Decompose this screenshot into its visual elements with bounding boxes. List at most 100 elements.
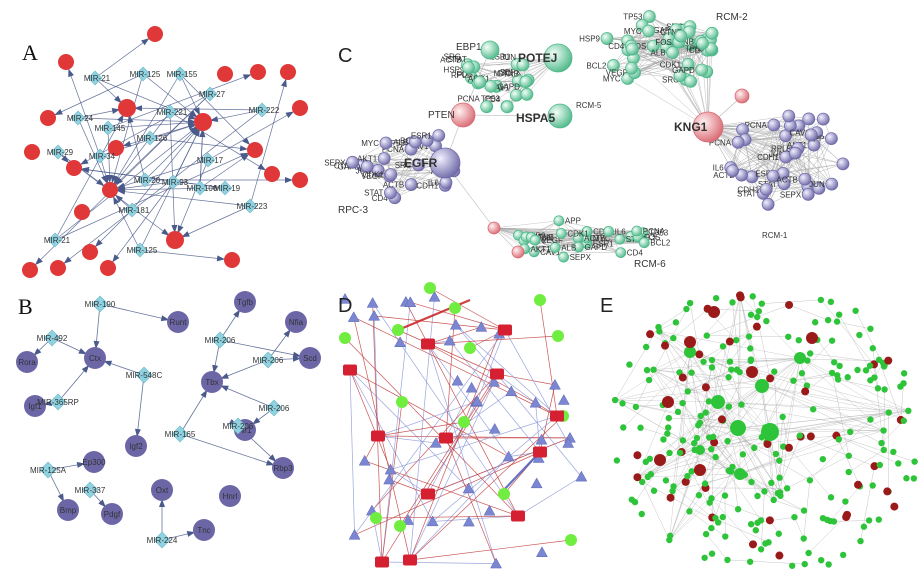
gene-node <box>771 368 778 375</box>
protein-label: JUN <box>809 180 825 189</box>
gene-node <box>869 482 876 489</box>
mirna-diamond <box>217 180 233 196</box>
protein-node <box>782 109 796 123</box>
network-edge <box>739 430 884 475</box>
network-edge <box>699 295 741 451</box>
gene-node <box>660 436 667 443</box>
gene-node <box>712 453 719 461</box>
protein-label: FOS <box>644 233 660 242</box>
gene-node <box>679 437 687 444</box>
network-edge <box>729 326 758 362</box>
protein-label: STAT <box>737 189 756 198</box>
mirna-diamond <box>135 66 151 82</box>
gene-node <box>712 294 720 302</box>
mirna-diamond <box>202 86 218 102</box>
protein-label: ALB <box>561 243 576 252</box>
gene-node <box>647 471 655 478</box>
gene-node <box>772 450 780 458</box>
lncrna-node <box>464 342 476 354</box>
mirna-diamond <box>192 180 208 196</box>
network-edge <box>698 357 801 426</box>
network-edge <box>689 351 889 413</box>
gene-node <box>700 358 707 365</box>
gene-node <box>58 54 74 70</box>
network-edge <box>836 435 915 462</box>
target-triangle <box>462 515 475 527</box>
mirna-label: MIR-181 <box>119 206 150 215</box>
gene-node <box>665 414 673 422</box>
gene-node <box>726 358 734 365</box>
gene-node <box>738 401 745 408</box>
protein-node <box>384 168 398 181</box>
edge-arrowhead <box>265 459 275 466</box>
network-edge <box>648 302 691 381</box>
regulation-edge <box>375 515 519 519</box>
gene-node <box>747 311 755 318</box>
regulation-edge <box>381 381 495 563</box>
gene-node <box>724 556 731 564</box>
gene-node <box>102 182 118 198</box>
gene-node <box>852 307 859 314</box>
gene-node <box>639 478 646 486</box>
network-edge <box>669 449 701 541</box>
gene-node <box>24 395 46 417</box>
gene-node <box>798 370 806 377</box>
gene-node <box>82 244 98 260</box>
gene-node <box>796 432 804 439</box>
gene-node <box>642 343 650 351</box>
target-triangle <box>394 336 407 348</box>
ppi-edge <box>627 78 709 128</box>
mirna-diamond <box>165 174 181 190</box>
protein-node <box>615 247 627 259</box>
protein-label: AKT1 <box>531 245 552 254</box>
protein-label: CTNB <box>660 28 682 37</box>
gene-node <box>664 430 671 437</box>
mirna-target-edge <box>54 149 256 241</box>
disease-node <box>890 502 899 511</box>
protein-label: JUN <box>500 53 516 62</box>
ppi-edge <box>493 227 587 244</box>
protein-label: GAPD <box>497 82 520 91</box>
disease-hub-node <box>746 366 758 378</box>
ppi-edge <box>493 220 559 229</box>
network-edge <box>668 417 722 420</box>
mirna-target-edge <box>107 121 204 129</box>
edge-arrowhead <box>233 309 241 318</box>
protein-label: GAPD <box>584 243 607 252</box>
network-edge <box>800 436 875 467</box>
edge-arrowhead <box>161 228 170 236</box>
mirna-target-edge <box>207 107 301 161</box>
panel-a-letter: A <box>22 40 38 65</box>
gene-node <box>824 316 832 324</box>
mirna-diamond <box>43 329 61 347</box>
hub-node <box>730 420 746 436</box>
gene-node <box>819 514 827 522</box>
mirna-label: MIR-20 <box>134 176 161 185</box>
mirna-label: MIR-126 <box>137 134 168 143</box>
mirna-diamond <box>50 144 66 160</box>
target-triangle <box>488 375 501 387</box>
gene-node <box>734 505 742 513</box>
edge-arrowhead <box>200 389 208 399</box>
mirna-label: MIR-206 <box>205 336 236 345</box>
gene-node <box>779 413 786 421</box>
ppi-edge <box>707 126 812 136</box>
protein-label: IL6 <box>428 179 440 188</box>
gene-node <box>871 374 878 381</box>
network-edge <box>679 326 757 373</box>
protein-node <box>614 233 626 245</box>
mirna-square <box>421 338 435 350</box>
network-edge <box>711 359 739 429</box>
protein-node <box>500 100 514 114</box>
gene-node <box>672 319 680 326</box>
gene-node <box>747 345 754 352</box>
edge-arrowhead <box>33 348 42 356</box>
protein-label: RPL5 <box>637 232 658 241</box>
ppi-edge <box>707 126 799 149</box>
network-edge <box>779 416 783 461</box>
disease-node <box>775 551 784 560</box>
ppi-edge <box>804 138 832 180</box>
mirna-square <box>403 554 417 566</box>
protein-label: MYC <box>494 69 512 78</box>
gene-node <box>100 260 116 276</box>
